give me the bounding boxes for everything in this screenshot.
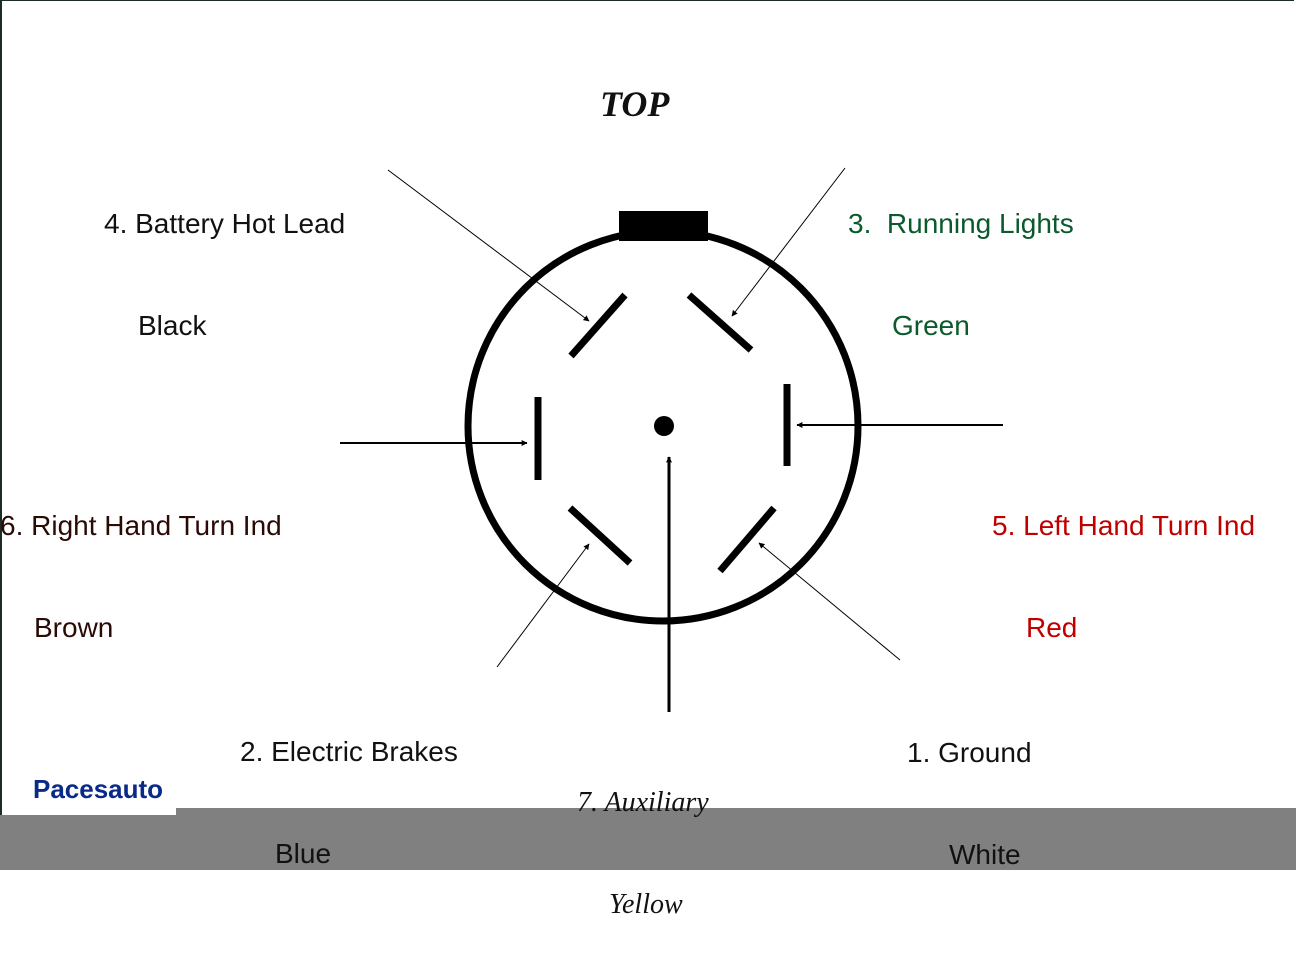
pin-3-color: Green — [892, 310, 970, 341]
pin-1-label: 1. Ground White — [907, 668, 1032, 906]
pin-7-function: 7. Auxiliary — [577, 787, 709, 818]
pin-3-label: 3. Running Lights Green — [848, 139, 1074, 377]
pin-2-terminal — [567, 505, 633, 566]
pin-3-function: 3. Running Lights — [848, 208, 1074, 239]
pin-1-arrow — [758, 542, 901, 661]
pin-5-color: Red — [1026, 612, 1078, 643]
pin-4-arrow — [387, 169, 590, 322]
pin-7-color: Yellow — [609, 889, 683, 920]
pin-5-label: 5. Left Hand Turn Ind Red — [992, 441, 1255, 679]
pin-4-label: 4. Battery Hot Lead Black — [104, 139, 345, 377]
pin-6-function: 6. Right Hand Turn Ind — [0, 510, 282, 541]
pin-6-color: Brown — [34, 612, 114, 643]
pin-2-color: Blue — [275, 838, 332, 869]
pin-2-function: 2. Electric Brakes — [240, 736, 458, 767]
pin-3-terminal — [686, 292, 754, 353]
pin-1-terminal — [717, 505, 777, 574]
connector-body — [464, 227, 862, 625]
pin-3-arrow — [731, 167, 846, 317]
pin-1-color: White — [949, 839, 1021, 870]
pin-7-label: 7. Auxiliary Yellow — [577, 718, 709, 956]
diagram-title: TOP — [600, 84, 670, 124]
pin-6-label: 6. Right Hand Turn Ind Brown — [0, 441, 282, 679]
pin-2-arrow — [496, 543, 590, 668]
gray-overlay-bar-bottom — [0, 815, 1296, 870]
pin-1-function: 1. Ground — [907, 737, 1032, 768]
pin-4-color: Black — [138, 310, 207, 341]
pin-4-function: 4. Battery Hot Lead — [104, 208, 346, 239]
connector-key-tab — [619, 211, 708, 241]
pin-2-label: 2. Electric Brakes Blue — [240, 667, 458, 905]
pin-4-terminal — [568, 292, 628, 359]
watermark-text: Pacesauto — [33, 774, 164, 804]
pin-7-terminal — [654, 416, 674, 436]
pin-5-function: 5. Left Hand Turn Ind — [992, 510, 1256, 541]
